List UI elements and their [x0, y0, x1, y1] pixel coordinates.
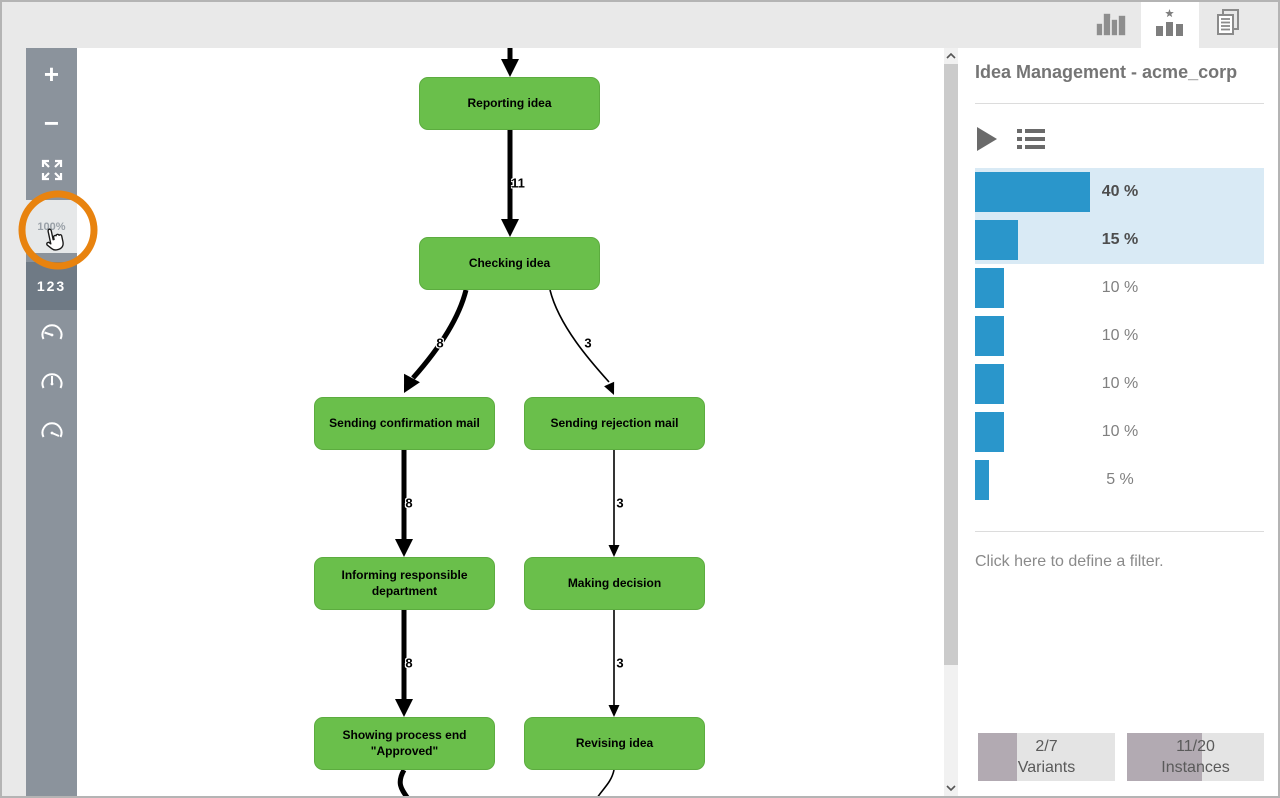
canvas-scrollbar[interactable]: [944, 48, 958, 796]
scroll-up-arrow[interactable]: [944, 48, 958, 64]
detail-slider-mid-button[interactable]: [26, 369, 77, 401]
detail-slider-high-button[interactable]: [26, 418, 77, 450]
variants-count-label: Variants: [1017, 759, 1076, 776]
instances-counter-fill: [1127, 733, 1203, 781]
process-map-canvas[interactable]: Reporting idea Checking idea Sending con…: [77, 48, 944, 796]
variant-bar[interactable]: [975, 460, 989, 500]
plus-icon: +: [43, 59, 60, 89]
node-checking-idea[interactable]: Checking idea: [419, 237, 600, 290]
dataset-title: Idea Management - acme_corp: [975, 62, 1238, 82]
edge-frequency-label: 8: [436, 335, 444, 351]
variant-row[interactable]: 10 %: [975, 360, 1264, 408]
numbers-label: 123: [36, 278, 67, 294]
edge-frequency-label: 3: [584, 335, 592, 351]
variant-bar[interactable]: [975, 220, 1018, 260]
scroll-down-arrow[interactable]: [944, 780, 958, 796]
variant-percent-label: 40 %: [1101, 183, 1139, 200]
node-showing-process-end-approved[interactable]: Showing process end "Approved": [314, 717, 495, 770]
edge-frequency-label: 3: [616, 655, 624, 671]
divider: [975, 531, 1264, 532]
node-revising-idea[interactable]: Revising idea: [524, 717, 705, 770]
variant-row[interactable]: 10 %: [975, 312, 1264, 360]
zoom-level-button[interactable]: 100%: [26, 200, 77, 253]
process-edges: [395, 48, 620, 796]
view-tabs: [1083, 2, 1257, 48]
variant-frequency-chart: 40 % 15 % 10 % 10 % 10 % 10 % 5 %: [975, 168, 1264, 504]
minus-icon: −: [43, 108, 60, 138]
variant-percent-label: 10 %: [1101, 423, 1139, 440]
instances-counter-button[interactable]: 11/20 Instances: [1127, 733, 1264, 781]
instances-count-label: Instances: [1161, 759, 1230, 776]
detail-slider-low-button[interactable]: [26, 320, 77, 352]
variant-percent-label: 10 %: [1101, 327, 1139, 344]
fit-screen-button[interactable]: [26, 156, 77, 188]
gauge-high-icon: [39, 419, 65, 450]
variant-list-button[interactable]: [1017, 127, 1047, 156]
variant-percent-label: 5 %: [1106, 471, 1134, 488]
variant-bar[interactable]: [975, 364, 1004, 404]
variant-bar[interactable]: [975, 412, 1004, 452]
gauge-low-icon: [39, 321, 65, 352]
variants-panel: Idea Management - acme_corp 40 % 15 % 10…: [958, 48, 1278, 796]
edge-frequency-label: 8: [405, 655, 413, 671]
variant-bar[interactable]: [975, 172, 1090, 212]
node-sending-rejection-mail[interactable]: Sending rejection mail: [524, 397, 705, 450]
divider: [975, 103, 1264, 104]
fit-screen-icon: [40, 158, 64, 187]
variant-percent-label: 10 %: [1101, 279, 1139, 296]
define-filter-link[interactable]: Click here to define a filter.: [975, 553, 1164, 570]
node-sending-confirmation-mail[interactable]: Sending confirmation mail: [314, 397, 495, 450]
variant-row[interactable]: 5 %: [975, 456, 1264, 504]
tab-variants[interactable]: [1141, 2, 1199, 48]
grouped-bars-icon: [1094, 8, 1130, 43]
zoom-out-button[interactable]: −: [26, 107, 77, 139]
variants-toolbar: [975, 126, 1047, 157]
variant-row[interactable]: 15 %: [975, 216, 1264, 264]
variant-row[interactable]: 10 %: [975, 264, 1264, 312]
node-reporting-idea[interactable]: Reporting idea: [419, 77, 600, 130]
tab-cases[interactable]: [1199, 2, 1257, 48]
gauge-mid-icon: [39, 370, 65, 401]
play-animation-button[interactable]: [975, 126, 999, 157]
variant-row[interactable]: 40 %: [975, 168, 1264, 216]
tab-statistics[interactable]: [1083, 2, 1141, 48]
scrollbar-thumb[interactable]: [944, 64, 958, 665]
node-informing-responsible-department[interactable]: Informing responsible department: [314, 557, 495, 610]
variant-row[interactable]: 10 %: [975, 408, 1264, 456]
top-tab-bar: [2, 2, 1278, 48]
edge-frequency-label: 8: [405, 495, 413, 511]
document-stack-icon: [1213, 8, 1243, 43]
variant-percent-label: 10 %: [1101, 375, 1139, 392]
map-toolbar: + − 100% 123: [26, 48, 77, 796]
variants-counter-button[interactable]: 2/7 Variants: [978, 733, 1115, 781]
variant-bar[interactable]: [975, 316, 1004, 356]
variants-count-value: 2/7: [1035, 738, 1058, 755]
variant-bar[interactable]: [975, 268, 1004, 308]
variant-percent-label: 15 %: [1101, 231, 1139, 248]
ranked-bars-star-icon: [1152, 8, 1188, 43]
zoom-in-button[interactable]: +: [26, 58, 77, 90]
zoom-level-value: 100%: [37, 220, 66, 233]
instances-count-value: 11/20: [1176, 738, 1215, 755]
edge-frequency-label: 11: [511, 175, 525, 191]
variants-counter-fill: [978, 733, 1018, 781]
node-making-decision[interactable]: Making decision: [524, 557, 705, 610]
edge-frequency-label: 3: [616, 495, 624, 511]
show-numbers-button[interactable]: 123: [26, 262, 77, 310]
